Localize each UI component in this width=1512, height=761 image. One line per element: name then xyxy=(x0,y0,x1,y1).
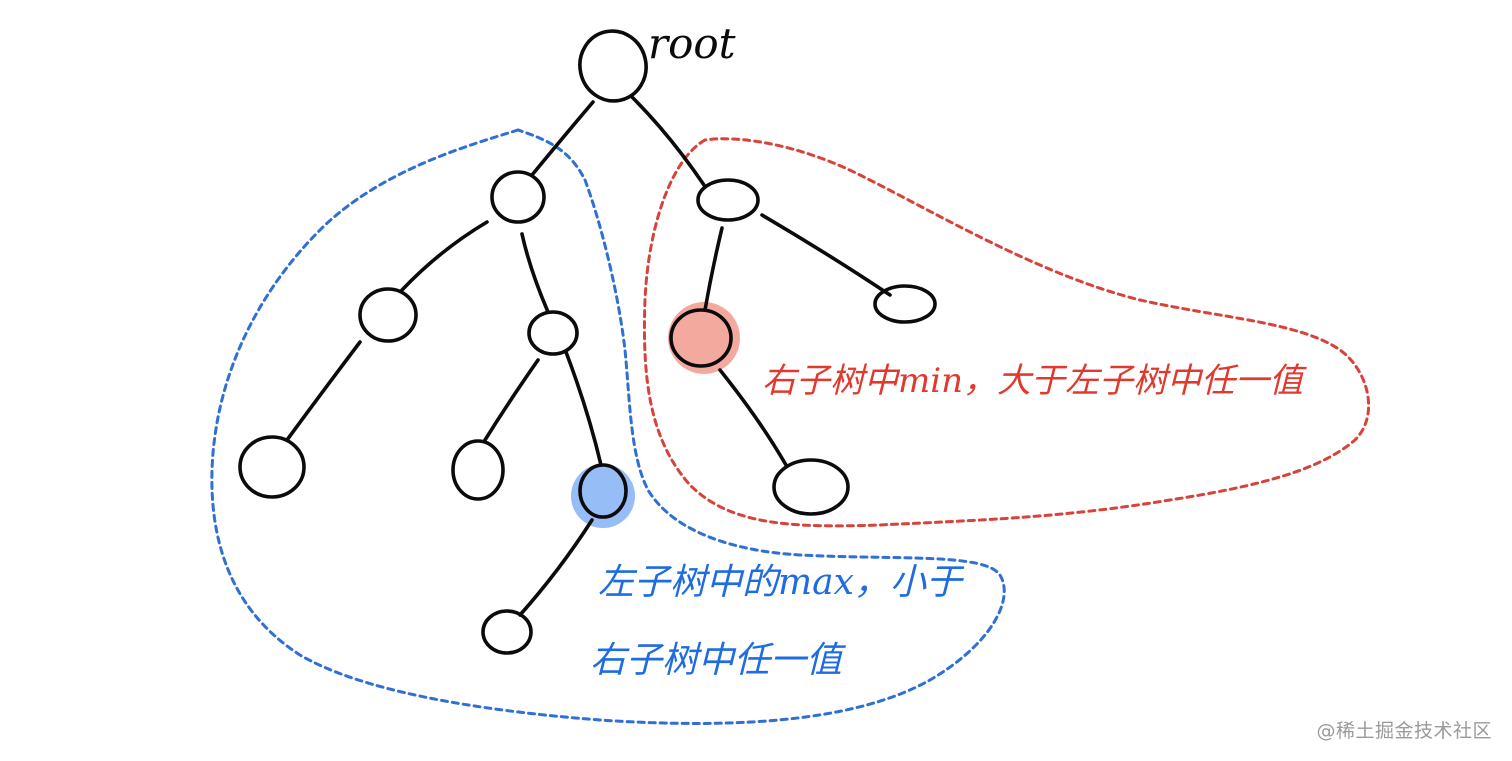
right-subtree-note: 右子树中min，大于左子树中任一值 xyxy=(762,361,1307,401)
edge-lr-lrl xyxy=(483,358,540,442)
node-right xyxy=(696,178,760,222)
node-left xyxy=(490,170,546,224)
left-subtree-note-line2: 右子树中任一值 xyxy=(590,640,847,681)
node-right-right xyxy=(873,284,937,324)
left-subtree-note-line1: 左子树中的max，小于 xyxy=(598,562,965,603)
edge-rl-child xyxy=(718,368,788,467)
watermark: @稀土掘金技术社区 xyxy=(1316,720,1492,742)
node-right-subtree-min xyxy=(669,308,733,368)
edge-lr-lrr xyxy=(564,350,603,467)
tree-nodes xyxy=(238,29,937,655)
node-left-subtree-max xyxy=(578,463,628,519)
edge-lrr-child xyxy=(518,518,594,617)
edge-root-left xyxy=(530,100,595,177)
edge-ll-lll xyxy=(285,340,362,442)
node-left-left-left xyxy=(238,435,306,499)
node-left-right xyxy=(527,310,579,356)
tree-edges xyxy=(285,95,892,617)
node-left-left xyxy=(358,287,418,343)
node-max-child xyxy=(481,609,533,655)
left-subtree-outline xyxy=(210,128,1006,725)
edge-r-rl xyxy=(703,226,724,312)
root-label: root xyxy=(648,19,736,68)
edge-l-lr xyxy=(520,232,550,314)
right-subtree-outline xyxy=(642,137,1371,528)
edge-r-rr xyxy=(760,213,892,297)
edge-root-right xyxy=(630,95,706,187)
node-left-right-left xyxy=(451,439,505,501)
edge-l-ll xyxy=(400,220,489,292)
node-min-child xyxy=(772,458,850,516)
node-root xyxy=(578,29,648,103)
